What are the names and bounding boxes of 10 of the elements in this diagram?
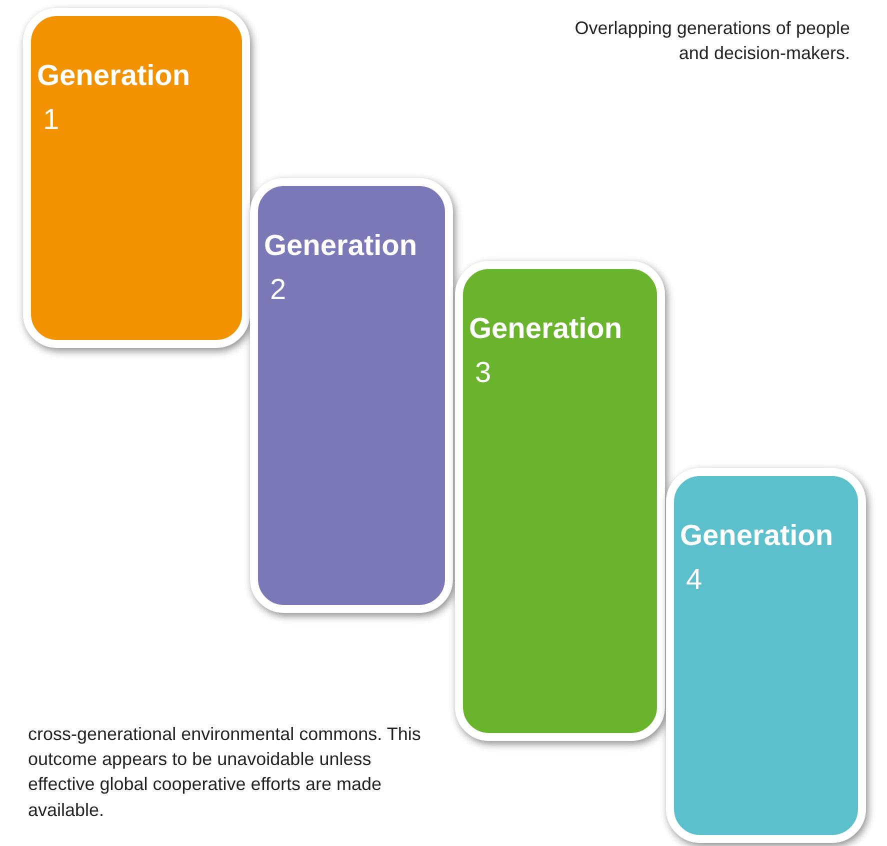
note-text: Overlapping generations of people and decision-makers. — [574, 17, 850, 66]
generation-number: 4 — [686, 564, 702, 597]
card-heading: Generation — [37, 60, 190, 93]
generation-number: 2 — [270, 274, 286, 307]
generation-number: 3 — [475, 357, 492, 390]
card-heading: Generation — [264, 230, 418, 263]
generation-number: 1 — [43, 104, 60, 137]
body-paragraph: cross-generational environmental commons. This outcome appears to be unavoidable unless effective global cooperative efforts are made available. — [28, 723, 422, 822]
card-heading: Generation — [680, 520, 834, 553]
card-heading: Generation — [469, 313, 622, 346]
